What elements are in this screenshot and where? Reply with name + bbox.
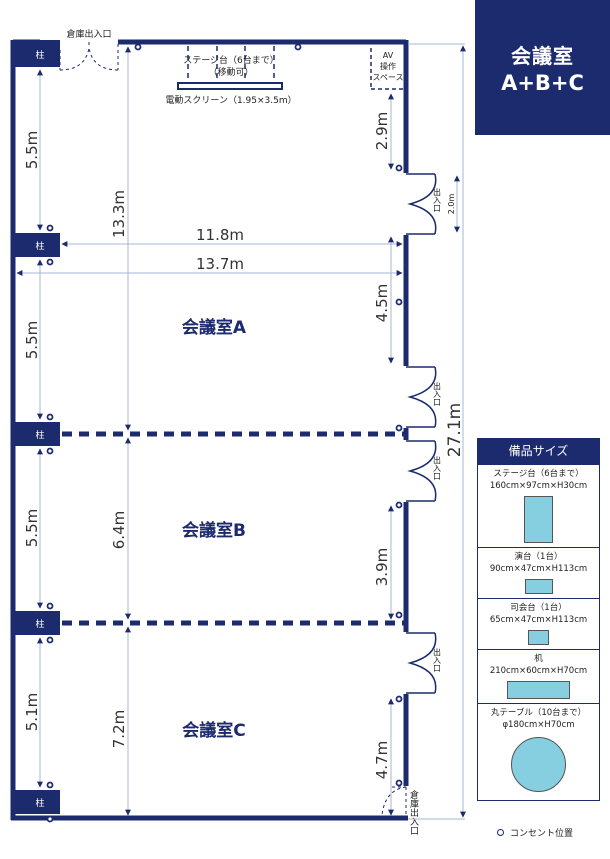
outlets	[46, 43, 403, 823]
outlet-icon	[46, 258, 54, 266]
dim-right-4: 4.7m	[373, 741, 391, 779]
equipment-legend-heading: 備品サイズ	[478, 439, 599, 464]
screen	[177, 82, 283, 90]
av-label: AV	[383, 51, 394, 60]
pillar-label: 柱	[35, 618, 44, 630]
storage-entrance-label-bottom: 倉庫出入口	[408, 789, 419, 835]
equipment-size: φ180cm×H70cm	[502, 720, 575, 730]
dim-center-3: 7.2m	[110, 710, 128, 748]
outlet-icon	[134, 43, 142, 51]
stage-label-movable: （移動可）	[208, 66, 253, 78]
dim-right-2: 4.5m	[373, 284, 391, 322]
door-swings	[407, 173, 437, 694]
equipment-name: 演台（1台）	[514, 552, 563, 562]
title-line2: A+B+C	[501, 71, 584, 95]
dim-total-length: 27.1m	[445, 403, 465, 457]
av-label-2: 操作	[380, 61, 396, 71]
av-label-3: スペース	[372, 73, 403, 82]
dim-width-inner: 11.8m	[196, 226, 244, 244]
outlet-icon	[46, 447, 54, 455]
pillar	[13, 40, 60, 67]
desk-shape	[507, 681, 570, 699]
storage-entrance-label: 倉庫出入口	[66, 28, 111, 40]
dim-left-2: 5.5m	[23, 321, 41, 359]
entrance-label: 出入口	[433, 381, 442, 406]
outlet-icon	[395, 424, 403, 432]
equipment-item-mc-stand: 司会台（1台） 65cm×47cm×H113cm	[478, 598, 599, 649]
dim-left-1: 5.5m	[23, 131, 41, 169]
outlet-icon	[395, 779, 403, 787]
equipment-name: 机	[534, 654, 543, 664]
title-box: 会議室 A+B+C	[475, 0, 610, 135]
dim-width-total: 13.7m	[196, 255, 244, 273]
pillar	[13, 233, 60, 257]
av-space	[370, 48, 404, 90]
stage-label: ステージ台（6台まで）	[183, 54, 279, 66]
title-line1: 会議室	[511, 44, 574, 68]
entrance-label: 出入口	[433, 647, 442, 672]
dim-right-3: 3.9m	[373, 548, 391, 586]
outlet-icon	[294, 43, 302, 51]
outlet-icon	[497, 829, 504, 836]
equipment-name: 司会台（1台）	[510, 603, 567, 613]
dim-center-1: 13.3m	[110, 190, 128, 238]
pillar	[13, 611, 60, 635]
equipment-name: 丸テーブル（10台まで）	[490, 708, 587, 718]
storage-door-bottom	[381, 786, 407, 816]
room-label-c: 会議室C	[182, 720, 245, 741]
pillar-label: 柱	[35, 240, 44, 252]
outlet-legend: コンセント位置	[497, 826, 573, 839]
equipment-size: 210cm×60cm×H70cm	[489, 666, 588, 676]
door-jambs	[406, 173, 435, 694]
equipment-size: 65cm×47cm×H113cm	[489, 615, 588, 625]
equipment-name: ステージ台（6台まで）	[493, 469, 584, 479]
equipment-size: 90cm×47cm×H113cm	[489, 564, 588, 574]
dimension-lines	[16, 43, 466, 820]
pillar-label: 柱	[35, 49, 44, 61]
room-label-b: 会議室B	[182, 520, 246, 541]
equipment-item-round-table: 丸テーブル（10台まで） φ180cm×H70cm	[478, 703, 599, 800]
pillar	[13, 790, 60, 814]
lectern-shape	[524, 579, 553, 594]
outlet-icon	[46, 224, 54, 232]
dim-center-2: 6.4m	[110, 511, 128, 549]
outlet-icon	[395, 611, 403, 619]
pillar	[13, 422, 60, 446]
storage-door-top	[59, 42, 119, 71]
room-label-a: 会議室A	[182, 317, 247, 338]
dim-left-3: 5.5m	[23, 509, 41, 547]
walls	[10, 39, 409, 821]
outlet-icon	[395, 501, 403, 509]
pillars	[13, 40, 60, 814]
equipment-legend: 備品サイズ ステージ台（6台まで） 160cm×97cm×H30cm 演台（1台…	[477, 438, 600, 801]
pillar-label: 柱	[35, 797, 44, 809]
equipment-item-desk: 机 210cm×60cm×H70cm	[478, 649, 599, 703]
equipment-item-lectern: 演台（1台） 90cm×47cm×H113cm	[478, 547, 599, 598]
outlet-icon	[46, 413, 54, 421]
outlet-icon	[46, 781, 54, 789]
outlet-icon	[46, 636, 54, 644]
entrance-label: 出入口	[433, 187, 442, 212]
screen-label: 電動スクリーン（1.95×3.5m）	[165, 95, 296, 106]
stage-shape	[524, 496, 553, 543]
outlet-icon	[46, 602, 54, 610]
equipment-item-stage: ステージ台（6台まで） 160cm×97cm×H30cm	[478, 464, 599, 547]
outlet-legend-label: コンセント位置	[510, 829, 574, 839]
partitions	[62, 431, 404, 626]
dim-left-4: 5.1m	[23, 693, 41, 731]
equipment-size: 160cm×97cm×H30cm	[489, 481, 588, 491]
outlet-icon	[395, 695, 403, 703]
outlet-icon	[395, 298, 403, 306]
pillar-label: 柱	[35, 429, 44, 441]
door-width-label: 2.0m	[447, 194, 456, 215]
mc-stand-shape	[528, 630, 549, 645]
entrance-label: 出入口	[433, 455, 442, 480]
outlet-icon	[46, 815, 54, 823]
outlet-icon	[395, 164, 403, 172]
dim-right-1: 2.9m	[373, 112, 391, 150]
round-table-shape	[511, 737, 566, 792]
